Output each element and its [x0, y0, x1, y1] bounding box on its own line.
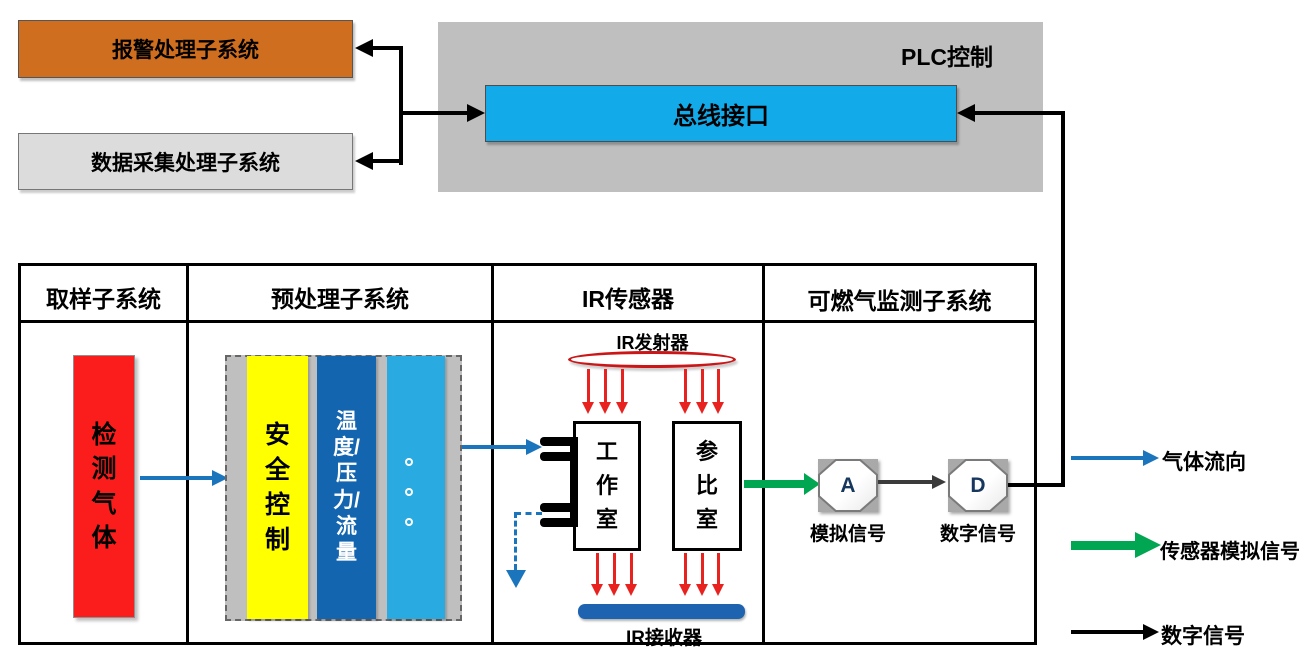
ir-beam-arrow-head — [616, 402, 628, 414]
alarm-subsystem-box: 报警处理子系统 — [18, 20, 353, 78]
ir-beam-arrow-head — [608, 584, 620, 596]
safety-control-label: 安 全 控 制 — [264, 420, 290, 554]
exhaust-dashed-vertical — [514, 512, 517, 570]
bus-interface-box: 总线接口 — [485, 85, 957, 142]
legend-gas-flow-line — [1071, 456, 1145, 460]
work-chamber-box: 工 作 室 — [573, 421, 641, 551]
header-pretreatment: 预处理子系统 — [271, 286, 409, 312]
ir-beam-arrow-head — [599, 402, 611, 414]
ir-beam-arrow-line — [701, 553, 704, 584]
arrow-to-bus-right-head — [957, 104, 975, 122]
arrow-to-bus-right-line — [975, 111, 1063, 115]
a-to-d-arrow-line — [878, 480, 936, 484]
ir-beam-arrow-head — [591, 584, 603, 596]
ir-beam-arrow-line — [613, 553, 616, 584]
exhaust-arrow-head — [506, 570, 526, 588]
branch-junction-line — [399, 46, 403, 165]
legend-digital-line — [1071, 630, 1145, 634]
header-sampling: 取样子系统 — [46, 286, 161, 312]
ir-receiver-bar — [578, 604, 745, 619]
work-chamber-label: 工 作 室 — [595, 438, 618, 533]
legend-gas-flow-head — [1143, 450, 1159, 466]
filter-etc-bar — [387, 356, 445, 619]
daq-subsystem-box: 数据采集处理子系统 — [18, 133, 353, 190]
daq-subsystem-label: 数据采集处理子系统 — [91, 151, 280, 175]
gas-port-manifold — [570, 437, 578, 527]
ir-beam-arrow-line — [684, 369, 687, 402]
ir-beam-arrow-line — [717, 553, 720, 584]
ir-beam-arrow-head — [679, 584, 691, 596]
ir-beam-arrow-head — [625, 584, 637, 596]
digital-signal-caption: 数字信号 — [939, 524, 1016, 545]
table-divider-1 — [186, 266, 189, 642]
d-converter: D — [948, 459, 1008, 512]
reference-chamber-box: 参 比 室 — [672, 421, 742, 551]
ir-emitter-ellipse — [568, 351, 736, 368]
ellipsis-dot-icon — [405, 458, 413, 466]
gas-port-bar — [540, 518, 578, 527]
bus-interface-label: 总线接口 — [673, 103, 769, 130]
header-monitoring: 可燃气监测子系统 — [807, 288, 992, 314]
arrow-to-bus-left-line — [399, 111, 469, 115]
a-to-d-arrow-head — [932, 475, 946, 489]
subsystem-table-frame — [18, 263, 1037, 645]
d-to-bus-vertical-line — [1061, 111, 1065, 487]
legend-sensor-analog-label: 传感器模拟信号 — [1160, 541, 1300, 563]
ir-emitter-label: IR发射器 — [616, 333, 689, 353]
gas-port-bar — [540, 437, 578, 446]
ir-beam-arrow-line — [621, 369, 624, 402]
exhaust-dashed-horizontal — [515, 512, 542, 515]
ir-beam-arrow-head — [712, 584, 724, 596]
gas-port-bar — [540, 503, 578, 512]
tpf-sensor-label: 温 度/ 压 力/ 流 量 — [333, 409, 360, 564]
ir-beam-arrow-head — [582, 402, 594, 414]
sensor-analog-arrow-line — [744, 480, 808, 488]
tpf-sensor-bar: 温 度/ 压 力/ 流 量 — [317, 356, 376, 619]
ir-beam-arrow-line — [717, 369, 720, 402]
sensor-analog-arrow-head — [804, 473, 820, 495]
plc-control-label: PLC控制 — [901, 44, 993, 70]
arrow-to-bus-left-head — [467, 104, 485, 122]
arrow-to-alarm-head — [355, 39, 373, 57]
legend-gas-flow-label: 气体流向 — [1162, 451, 1246, 474]
table-divider-2 — [491, 266, 494, 642]
gas-flow-arrow-1-head — [212, 470, 228, 486]
table-divider-3 — [762, 266, 765, 642]
safety-control-bar: 安 全 控 制 — [247, 356, 308, 619]
arrow-to-daq-line — [367, 159, 403, 163]
legend-digital-head — [1143, 624, 1159, 640]
alarm-subsystem-label: 报警处理子系统 — [112, 39, 259, 62]
ir-beam-arrow-head — [696, 402, 708, 414]
legend-sensor-analog-head — [1135, 532, 1161, 558]
arrow-to-alarm-line — [367, 46, 403, 50]
analog-signal-caption: 模拟信号 — [809, 524, 886, 545]
legend-sensor-analog-line — [1071, 541, 1139, 550]
a-converter-letter: A — [820, 461, 876, 510]
gas-flow-arrow-1-line — [140, 476, 214, 480]
gas-port-bar — [540, 452, 578, 461]
table-header-divider — [21, 320, 1034, 323]
gas-flow-arrow-2-line — [462, 445, 528, 449]
ir-beam-arrow-head — [679, 402, 691, 414]
arrow-to-daq-head — [355, 152, 373, 170]
reference-chamber-label: 参 比 室 — [695, 438, 718, 533]
ellipsis-dot-icon — [405, 488, 413, 496]
header-ir-sensor: IR传感器 — [582, 286, 674, 312]
ir-beam-arrow-line — [596, 553, 599, 584]
ir-beam-arrow-line — [684, 553, 687, 584]
gas-sample-box: 检 测 气 体 — [73, 355, 135, 618]
a-converter: A — [818, 459, 878, 512]
ir-beam-arrow-head — [712, 402, 724, 414]
ir-beam-arrow-line — [701, 369, 704, 402]
ir-beam-arrow-line — [630, 553, 633, 584]
ir-beam-arrow-line — [604, 369, 607, 402]
gas-flow-arrow-2-head — [526, 439, 542, 455]
gas-sample-label: 检 测 气 体 — [91, 420, 117, 553]
ir-beam-arrow-head — [696, 584, 708, 596]
ir-beam-arrow-line — [587, 369, 590, 402]
ir-receiver-label: IR接收器 — [625, 628, 702, 649]
d-converter-letter: D — [950, 461, 1006, 510]
legend-digital-label: 数字信号 — [1161, 625, 1245, 648]
ellipsis-dot-icon — [405, 518, 413, 526]
